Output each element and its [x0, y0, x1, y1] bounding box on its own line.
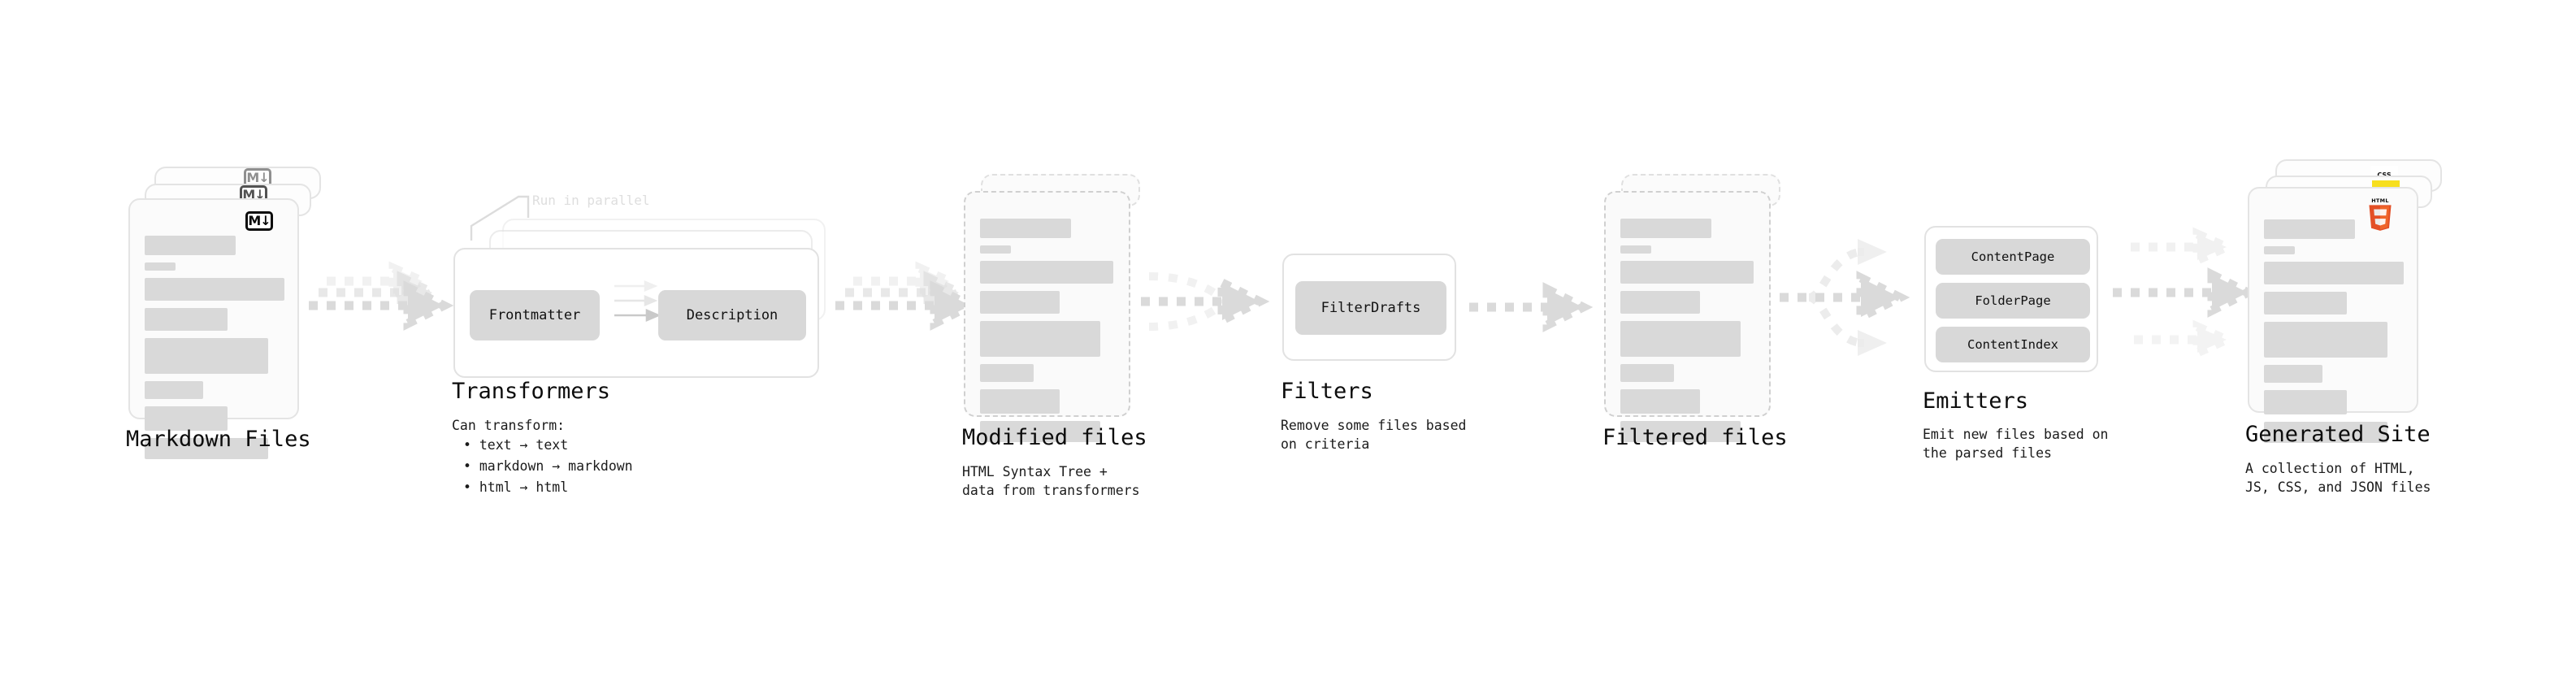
emitters-node-contentpage-label: ContentPage — [1971, 249, 2055, 264]
run-in-parallel-label: Run in parallel — [532, 193, 650, 208]
emitters-node-folderpage-label: FolderPage — [1975, 293, 2051, 308]
generated-site-caption: A collection of HTML, JS, CSS, and JSON … — [2245, 461, 2431, 495]
connector-transformers-to-modified — [835, 261, 981, 331]
filtered-card-front — [1604, 191, 1771, 442]
site-skeleton — [2264, 219, 2404, 450]
emitters-node-contentindex-label: ContentIndex — [1967, 337, 2058, 352]
transformers-bullet-0-label: text → text — [479, 437, 569, 453]
transformer-node-description[interactable]: Description — [658, 290, 806, 340]
connector-md-to-transformers — [309, 261, 454, 331]
transformer-node-frontmatter[interactable]: Frontmatter — [470, 290, 600, 340]
transformers-caption: Can transform: — [452, 418, 566, 433]
transformers-title: Transformers — [452, 379, 611, 404]
connector-filtered-to-emitters — [1780, 239, 1910, 356]
modified-skeleton — [980, 219, 1114, 449]
transformer-panel-front: Frontmatter Description — [453, 248, 819, 378]
modified-files-caption: HTML Syntax Tree + data from transformer… — [962, 464, 1140, 498]
filtered-skeleton — [1620, 219, 1754, 449]
transformer-inner-arrows — [614, 280, 661, 322]
markdown-card-front: M↓ — [128, 198, 299, 459]
emitters-caption: Emit new files based on the parsed files — [1923, 427, 2109, 461]
connector-filters-to-filtered — [1469, 282, 1594, 332]
filters-node-filterdrafts-label: FilterDrafts — [1321, 300, 1421, 316]
markdown-files-title: Markdown Files — [126, 427, 311, 452]
markdown-skeleton — [145, 236, 284, 466]
generated-site-title: Generated Site — [2245, 422, 2431, 447]
emitters-panel: ContentPage FolderPage ContentIndex — [1924, 226, 2098, 372]
run-in-parallel-bracket — [470, 195, 530, 241]
connector-emitters-to-site — [2113, 227, 2258, 360]
filters-node-filterdrafts[interactable]: FilterDrafts — [1295, 281, 1446, 335]
filters-title: Filters — [1281, 379, 1373, 404]
filtered-files-title: Filtered files — [1602, 425, 1788, 450]
transformers-bullet-1: • markdown → markdown — [463, 458, 633, 474]
site-card-front: HTML — [2248, 187, 2418, 443]
transformers-bullet-2-label: html → html — [479, 479, 569, 495]
transformer-node-frontmatter-label: Frontmatter — [488, 307, 581, 323]
filters-panel: FilterDrafts — [1282, 254, 1456, 361]
connector-modified-to-filters — [1141, 272, 1270, 331]
transformer-node-description-label: Description — [686, 307, 778, 323]
modified-card-front — [964, 191, 1130, 442]
transformers-bullet-1-label: markdown → markdown — [479, 458, 633, 474]
html5-icon: HTML — [2369, 197, 2392, 231]
emitters-node-contentindex[interactable]: ContentIndex — [1936, 327, 2090, 362]
markdown-badge: M↓ — [245, 211, 273, 231]
emitters-title: Emitters — [1923, 388, 2029, 414]
filters-caption: Remove some files based on criteria — [1281, 418, 1467, 452]
emitters-node-contentpage[interactable]: ContentPage — [1936, 239, 2090, 275]
svg-text:HTML: HTML — [2371, 197, 2389, 204]
emitters-node-folderpage[interactable]: FolderPage — [1936, 283, 2090, 319]
modified-files-title: Modified files — [962, 425, 1147, 450]
transformers-bullet-2: • html → html — [463, 479, 569, 495]
transformers-bullet-0: • text → text — [463, 437, 569, 453]
